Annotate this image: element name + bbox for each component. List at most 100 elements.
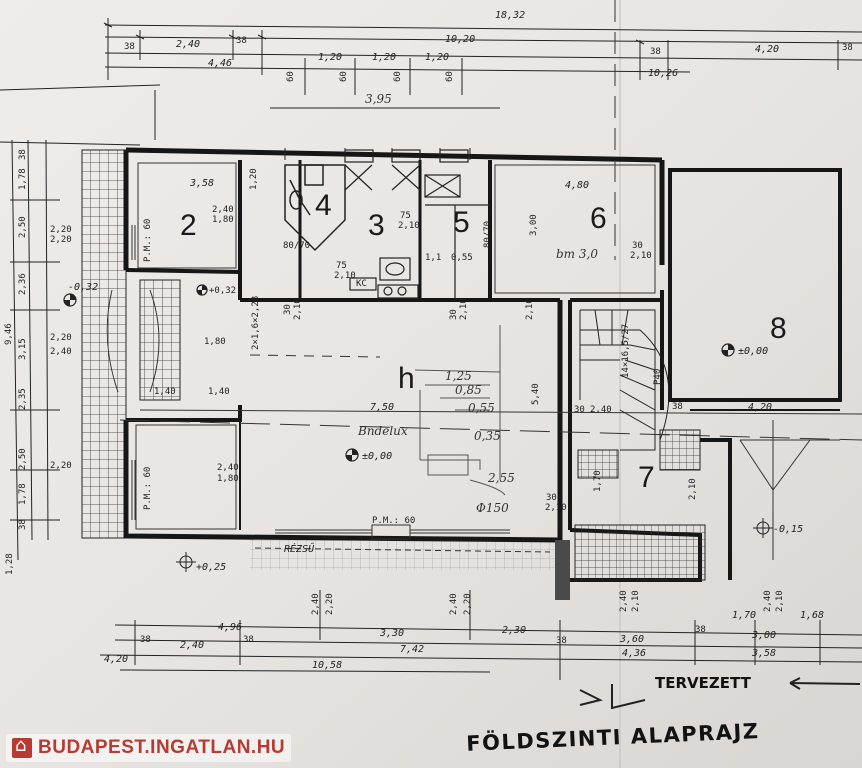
dim-left-e2: 38 [18, 149, 28, 160]
mid-c: 30 [283, 304, 293, 315]
dim-top-right-small: 38 [842, 43, 853, 53]
dim-top-a1: 38 [124, 42, 135, 52]
dim-left-total: 9,46 [4, 323, 14, 345]
dim-top-total: 18,32 [495, 10, 525, 21]
dim-bottom-b10: 1,68 [800, 610, 824, 621]
dim-bottom-v8: 2,10 [775, 590, 785, 612]
stair-c: 1,40 [208, 387, 230, 397]
hand-r4: 0,35 [474, 429, 501, 443]
top-dimension-texts: 18,32 10,20 4,20 10,26 4,46 38 2,40 38 3… [124, 10, 853, 106]
planned-label: TERVEZETT [655, 674, 752, 692]
stair-a: 1,80 [204, 337, 226, 347]
r7-d: 2,10 [545, 503, 567, 513]
dim-left-m5: 2,40 [50, 347, 72, 357]
hand-top-mid: 3,95 [365, 92, 392, 106]
dim-bottom-total: 10,58 [312, 660, 342, 671]
room-h-label: h [398, 362, 415, 395]
r3-a: 75 [400, 211, 411, 221]
r2-b: 1,80 [212, 215, 234, 225]
watermark-text: BUDAPEST.INGATLAN.HU [38, 737, 286, 758]
stair-tiles-top [577, 449, 619, 479]
level-marker-icon [721, 343, 735, 357]
room-6-label: 6 [590, 202, 607, 235]
terrace-edge [555, 540, 570, 600]
room-3-label: 3 [368, 209, 385, 242]
stair-tiles-right [659, 429, 701, 471]
dim-left-m4: 2,20 [50, 461, 72, 471]
room8-floor-level: ±0,00 [738, 346, 768, 357]
dim-bottom-v3: 2,40 [449, 593, 459, 615]
dim-bottom-s4: 38 [695, 625, 706, 635]
bottom-dimension-lines [99, 590, 862, 680]
r3-c: 75 [336, 261, 347, 271]
dim-left-e3: 1,28 [5, 553, 15, 575]
dim-top-w2: 1,20 [372, 52, 396, 63]
mid-d: 2,10 [293, 298, 303, 320]
r5-b: 0,55 [451, 253, 473, 263]
dim-bottom-s1: 38 [140, 635, 151, 645]
mid-a: 30 [574, 405, 585, 415]
r3-kc: KC [356, 279, 367, 289]
inner-lines [119, 0, 862, 560]
hand-bndelux: Bndelux [357, 424, 408, 438]
dim-bottom-b11: 1,70 [732, 610, 756, 621]
room-2-label: 2 [180, 209, 197, 242]
bottom-dimension-texts: 10,58 4,96 3,30 2,30 7,42 2,40 3,60 4,36… [104, 590, 824, 671]
dim-bottom-b9: 3,58 [751, 648, 776, 659]
terrace-label: RÉZSŰ [284, 541, 315, 555]
outside-left-level: +0,25 [196, 562, 226, 573]
room-dimensions: 3,58 2,40 1,80 P.M.: 60 1,20 80/70 75 2,… [143, 168, 772, 526]
left-dimension-lines [0, 84, 161, 561]
h-a: 2,40 [217, 463, 239, 473]
dim-bottom-b2: 3,30 [379, 628, 404, 639]
r2-pm: P.M.: 60 [143, 219, 153, 262]
dim-bottom-s3: 38 [556, 636, 567, 646]
r4-a: 1,20 [249, 168, 259, 190]
dim-bottom-b12: 4,20 [104, 654, 128, 665]
top-dimension-lines [103, 18, 862, 109]
dim-left-e1: 38 [18, 519, 28, 530]
dim-top-d1: 10,20 [445, 34, 475, 45]
left-mid-level: +0,32 [209, 286, 236, 296]
level-marker-icon [345, 448, 359, 462]
left-terrace-tiles [81, 149, 127, 539]
dim-top-p2: 60 [339, 71, 349, 82]
left-stair-tiles [139, 279, 181, 401]
hand-r3: 0,55 [468, 401, 495, 415]
r6-b: 2,10 [630, 251, 652, 261]
dim-left-m1: 2,20 [50, 225, 72, 235]
house-logo-icon [12, 735, 32, 758]
r7-c: 30 [546, 493, 557, 503]
mid-g: 2×1,6×2,28 [251, 296, 261, 350]
dim-left-l5: 2,35 [18, 388, 28, 410]
room-7-label: 7 [638, 461, 655, 494]
crosshair-icon [753, 518, 773, 538]
hand-bm: bm 3,0 [556, 247, 598, 261]
room-numbers: 2 3 4 5 6 7 8 h [180, 189, 787, 494]
dim-top-d3: 10,26 [648, 68, 678, 79]
dim-bottom-v1: 2,40 [311, 593, 321, 615]
r3-d: 2,10 [334, 271, 356, 281]
room4-bath [284, 164, 346, 252]
walls [123, 147, 842, 582]
level-marker-icon [63, 293, 77, 307]
r5-c: 80/70 [483, 221, 493, 248]
left-dimension-texts: 9,46 1,78 2,50 2,36 3,15 2,35 2,50 1,78 … [4, 149, 72, 575]
dim-bottom-s2: 38 [243, 635, 254, 645]
left-arc [106, 289, 119, 393]
r2-w: 3,58 [189, 178, 214, 189]
room-5-label: 5 [453, 206, 470, 239]
stair-g: 14×16,5/27 [621, 324, 631, 378]
stair-e: 2,40 [590, 405, 612, 415]
dim-top-p1: 60 [286, 71, 296, 82]
dim-bottom-v7: 2,40 [763, 590, 773, 612]
window-marks [284, 148, 471, 160]
watermark: BUDAPEST.INGATLAN.HU [6, 734, 292, 762]
mid-e: 30 [449, 309, 459, 320]
room-8-label: 8 [770, 312, 787, 345]
dim-bottom-b5: 2,40 [180, 640, 204, 651]
h-w: 7,50 [370, 402, 394, 413]
dim-bottom-b1: 4,96 [218, 622, 242, 633]
